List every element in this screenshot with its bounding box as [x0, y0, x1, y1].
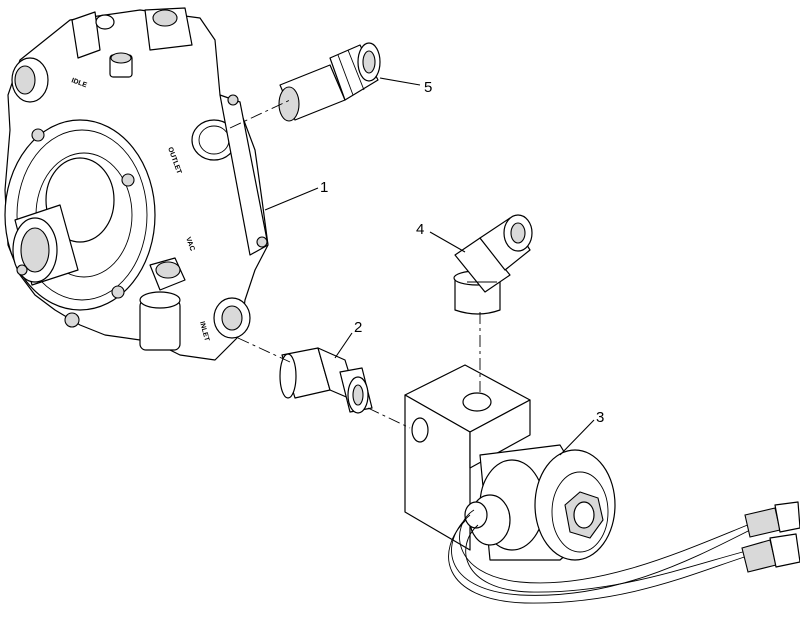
callout-5: 5	[424, 79, 432, 96]
center-lines	[229, 99, 481, 429]
callout-4: 4	[416, 221, 424, 238]
callout-1: 1	[320, 179, 328, 196]
part-4-elbow	[453, 214, 533, 315]
callout-3: 3	[596, 409, 604, 426]
part-2-hex-nipple	[279, 347, 373, 414]
part-5-hose-barb	[278, 42, 381, 122]
leader-lines	[264, 77, 595, 456]
callout-2: 2	[354, 319, 362, 336]
part-3-solenoid	[404, 364, 800, 604]
vac-marking: VAC	[184, 236, 195, 252]
part-1-regulator: IDLE OUTLET VAC INLET	[4, 7, 269, 361]
